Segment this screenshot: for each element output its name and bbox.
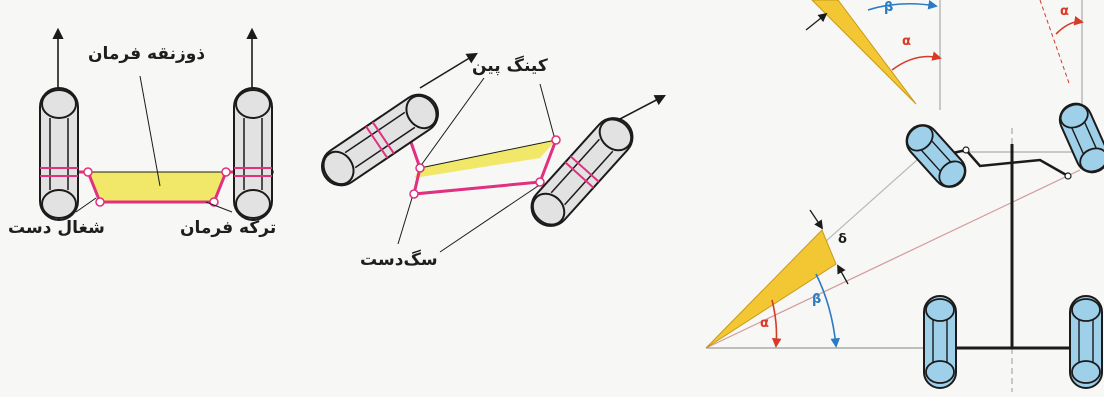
turning-trapezoid-group <box>321 52 666 253</box>
lower-steer-wedge <box>705 229 837 349</box>
knuckle-arm-leader-2 <box>439 185 539 253</box>
king-pin-leader-2 <box>539 83 555 137</box>
king-pin-joint-right <box>221 167 231 177</box>
upper-steer-wedge <box>811 0 917 105</box>
mid-left-wheel <box>321 93 439 187</box>
ackermann-rear-left-wheel <box>923 295 957 389</box>
delta-dimension-tick-2 <box>837 264 849 285</box>
linkage-joint-right <box>1064 172 1072 180</box>
mid-king-pin-right <box>551 135 561 145</box>
ackermann-geometry-group <box>705 0 1104 392</box>
trapezoid-label-leader <box>139 75 161 187</box>
right-front-wheel <box>233 87 273 221</box>
linkage-joint-left <box>962 146 970 154</box>
steering-trapezoid-area <box>88 172 226 202</box>
dimension-tick-top-left <box>805 12 828 31</box>
steering-arm-label: شغال دست <box>8 218 105 238</box>
king-pin-leader-1 <box>421 77 485 165</box>
alpha-arc-bottom <box>771 299 782 348</box>
king-pin-label: کینگ پین <box>472 56 548 76</box>
alpha-symbol-bottom: α <box>760 316 769 331</box>
left-front-wheel <box>39 87 79 221</box>
ackermann-rear-right-wheel <box>1069 295 1103 389</box>
beta-symbol-top: β <box>884 0 894 15</box>
mid-tie-rod-joint-left <box>409 189 419 199</box>
mid-left-wheel-heading-arrow <box>419 52 478 89</box>
alpha-arc-top <box>891 51 942 71</box>
straight-ahead-trapezoid-group <box>39 27 274 221</box>
tie-rod-label: ترکه فرمان <box>180 218 277 238</box>
alpha-symbol-top: α <box>902 34 911 49</box>
ackermann-front-left-wheel <box>905 124 967 188</box>
mid-right-wheel <box>530 117 634 227</box>
tie-rod-joint-left <box>95 197 105 207</box>
knuckle-arm-leader-1 <box>397 197 413 245</box>
delta-symbol: δ <box>838 232 847 247</box>
steering-arm-label-leader <box>75 197 97 213</box>
knuckle-arm-label: سگ‌دست <box>360 250 438 270</box>
beta-arc-bottom <box>815 273 841 348</box>
steering-trapezoid-label: ذوزنقه فرمان <box>88 44 206 64</box>
beta-arc-top <box>867 0 938 11</box>
beta-symbol-bottom: β <box>812 292 822 307</box>
delta-dimension-tick-1 <box>809 209 824 230</box>
tie-rod-and-arms-linkage <box>86 171 228 204</box>
turning-trapezoid-area <box>414 140 556 178</box>
alpha-symbol-top-right: α <box>1060 4 1069 19</box>
mid-right-wheel-heading-arrow <box>617 94 666 121</box>
outer-wheel-radius-line <box>705 169 1081 349</box>
ackermann-front-right-wheel <box>1058 102 1104 174</box>
king-pin-joint-left <box>83 167 93 177</box>
alpha-arc-top-right <box>1055 16 1084 35</box>
turning-trapezoid-top-line <box>419 139 557 169</box>
front-steering-linkage <box>939 148 1069 178</box>
mid-king-pin-left <box>415 163 425 173</box>
tie-rod-label-leader <box>205 201 233 213</box>
mid-tie-rod-joint-right <box>535 177 545 187</box>
outer-wheel-dashed-ref <box>1039 0 1071 87</box>
